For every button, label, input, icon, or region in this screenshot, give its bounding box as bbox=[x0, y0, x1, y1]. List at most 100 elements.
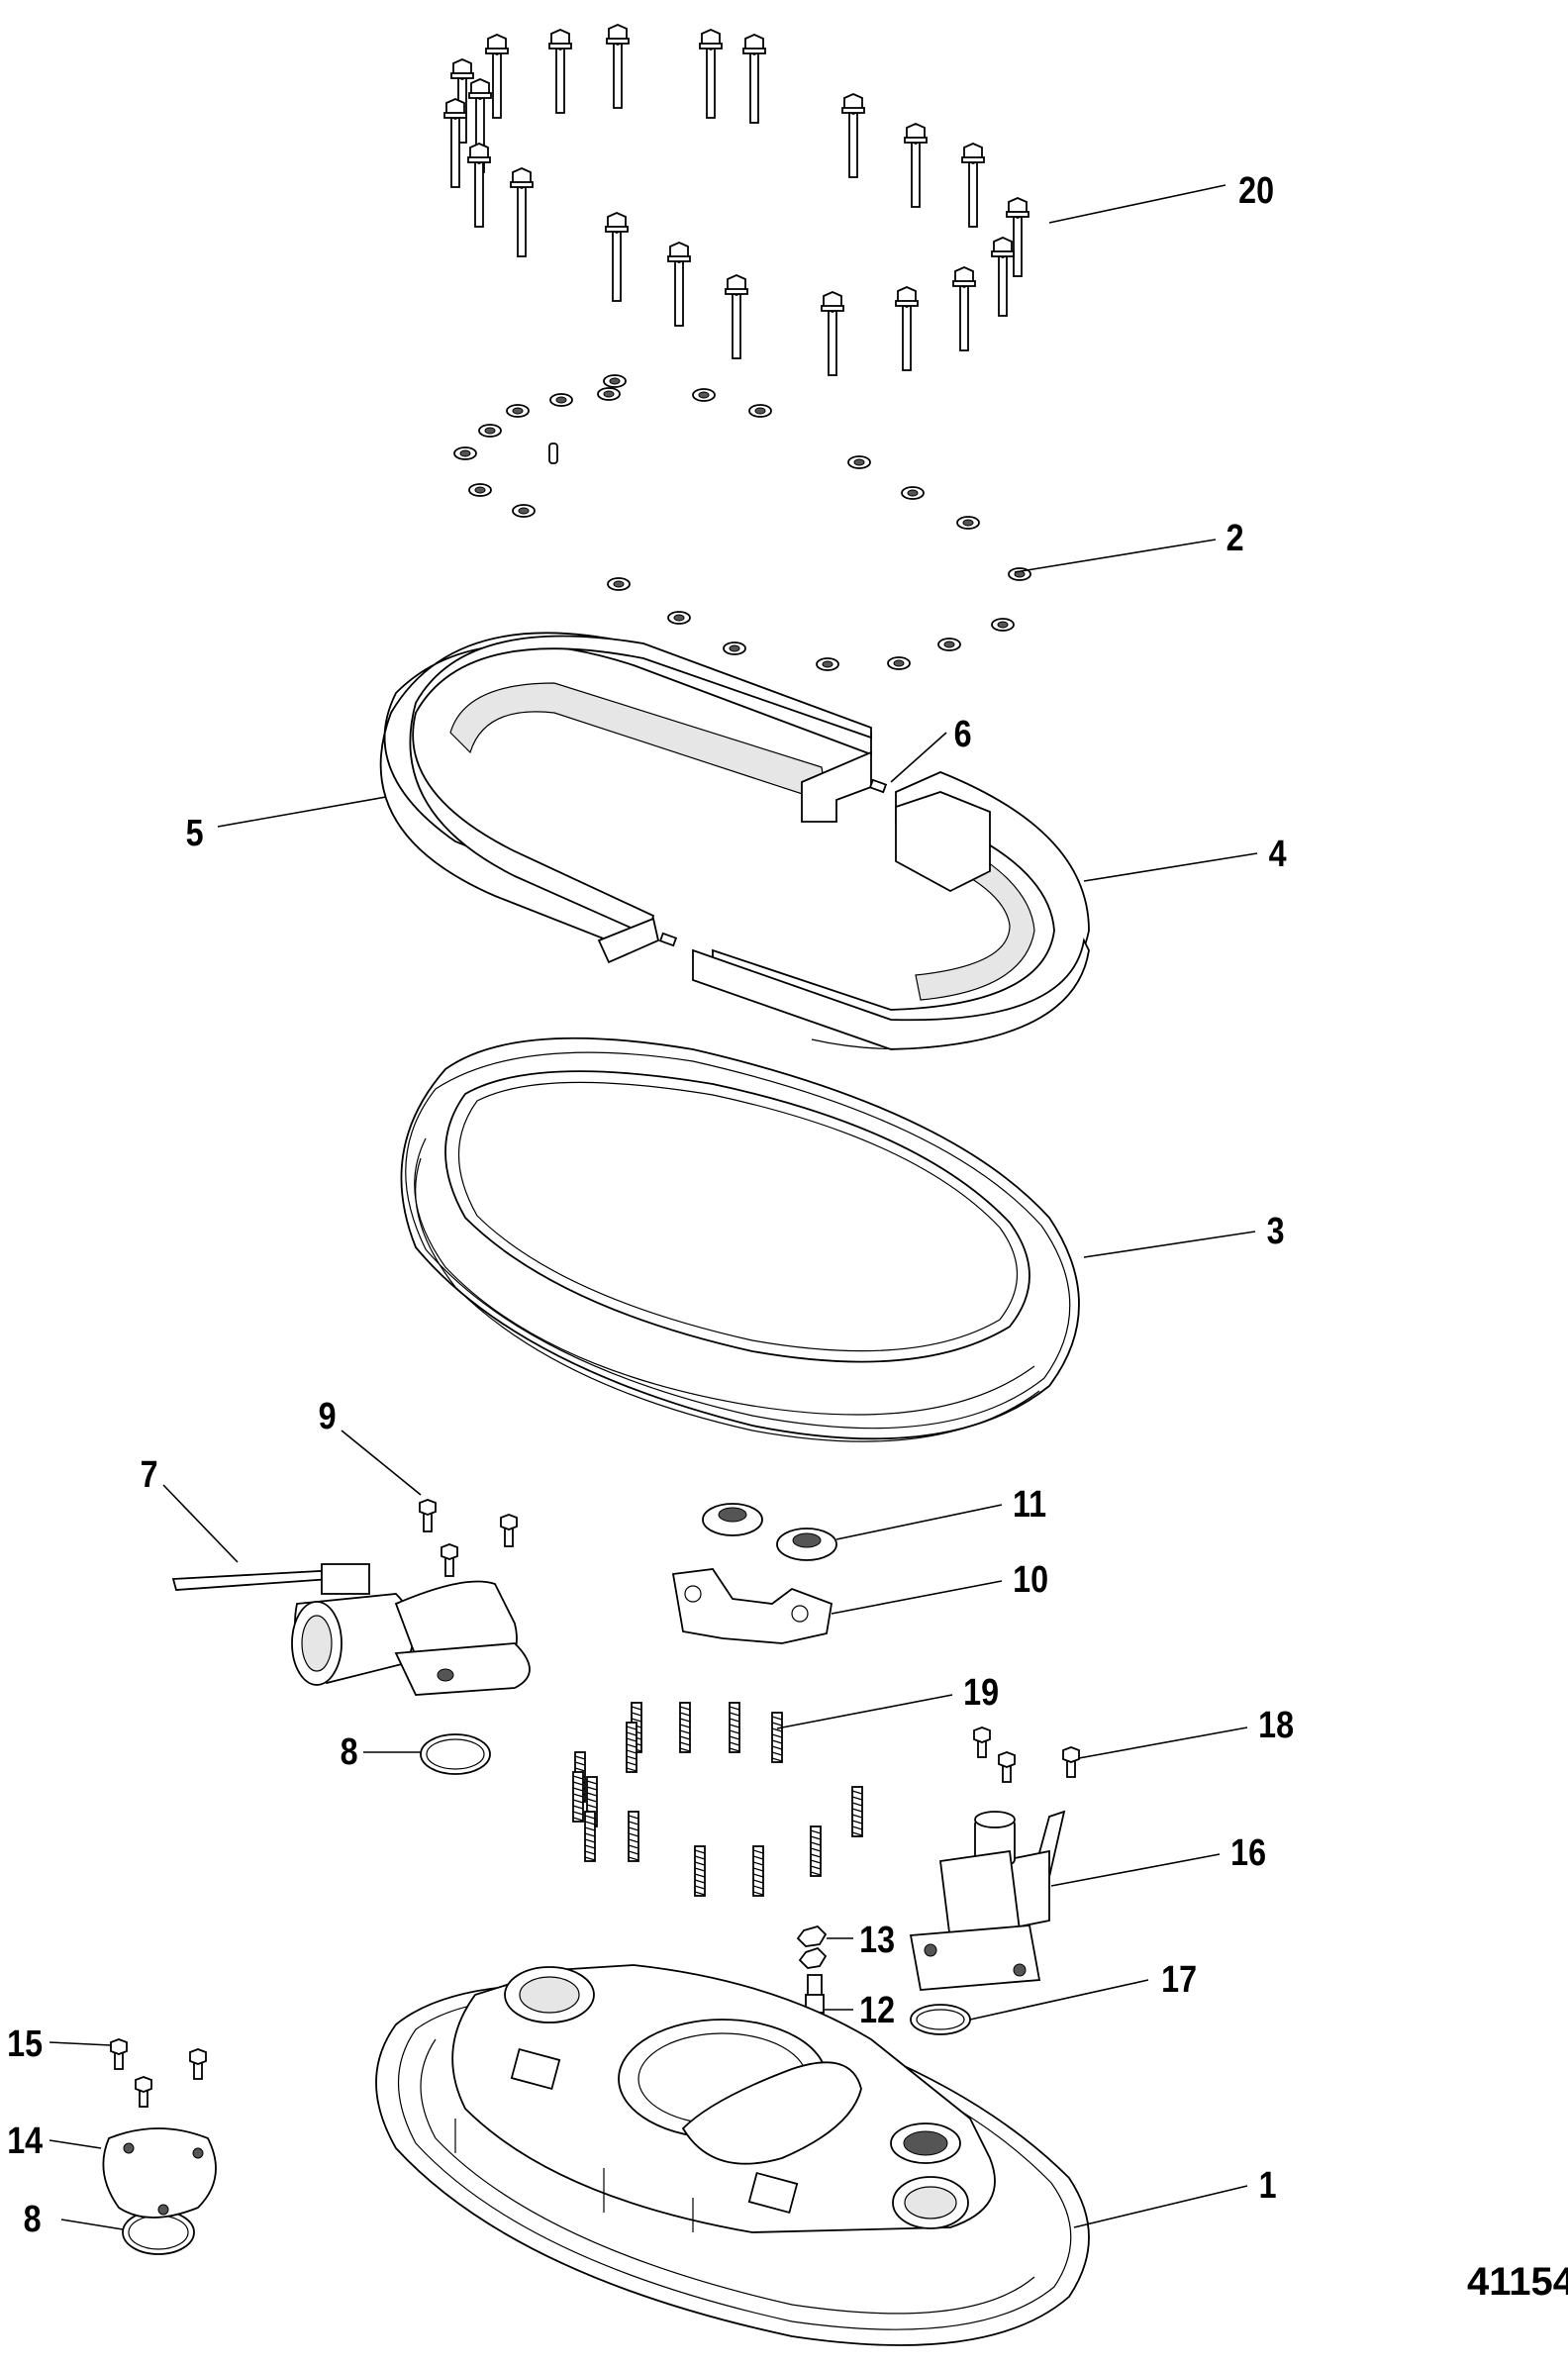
washer-14 bbox=[991, 618, 1015, 632]
washer-2 bbox=[549, 393, 573, 407]
part-2-washers bbox=[453, 374, 1031, 671]
screw-9-1 bbox=[419, 1499, 437, 1532]
bolt-3 bbox=[606, 24, 630, 109]
washer-13 bbox=[937, 638, 961, 651]
washer-5 bbox=[453, 446, 477, 460]
callout-5: 5 bbox=[186, 796, 387, 854]
callout-3: 3 bbox=[1083, 1211, 1285, 1258]
leader-line bbox=[1083, 1231, 1256, 1258]
callout-label: 20 bbox=[1238, 170, 1274, 212]
leader-line bbox=[1014, 539, 1217, 573]
callout-1: 1 bbox=[1073, 2165, 1277, 2228]
stud-2 bbox=[679, 1702, 691, 1753]
screw-9-2 bbox=[500, 1514, 518, 1547]
callout-9: 9 bbox=[319, 1396, 422, 1496]
part-5-4-adapter-ring bbox=[379, 443, 1090, 1050]
leader-line bbox=[831, 1580, 1003, 1615]
part-8-o-ring-upper bbox=[420, 1733, 491, 1775]
stud-13 bbox=[752, 1845, 764, 1897]
leader-line bbox=[49, 2139, 102, 2149]
leader-line bbox=[1050, 1853, 1221, 1887]
bolt-15 bbox=[991, 237, 1015, 317]
callout-label: 15 bbox=[7, 2023, 43, 2065]
callout-13: 13 bbox=[827, 1920, 895, 1961]
callout-6: 6 bbox=[890, 714, 972, 783]
bolt-2 bbox=[548, 29, 572, 114]
part-1-main-housing bbox=[375, 1964, 1090, 2346]
callout-11: 11 bbox=[835, 1484, 1046, 1540]
washer-19 bbox=[748, 404, 772, 418]
callout-label: 10 bbox=[1013, 1559, 1048, 1601]
bolt-12 bbox=[904, 123, 928, 208]
washer-7 bbox=[512, 504, 536, 518]
leader-line bbox=[1048, 184, 1226, 224]
callout-label: 14 bbox=[7, 2121, 43, 2162]
bolt-9 bbox=[467, 143, 491, 228]
leader-line bbox=[1078, 1727, 1248, 1759]
stud-9 bbox=[584, 1811, 596, 1862]
screw-15-2 bbox=[189, 2048, 207, 2080]
washer-3 bbox=[506, 404, 530, 418]
bolt-6 bbox=[742, 34, 766, 124]
washer-1 bbox=[597, 387, 621, 401]
callout-16: 16 bbox=[1050, 1832, 1266, 1887]
callout-label: 1 bbox=[1259, 2165, 1277, 2207]
bolt-11 bbox=[841, 93, 865, 178]
callout-label: 17 bbox=[1161, 1959, 1197, 2001]
washer-11 bbox=[816, 657, 839, 671]
part-7-ball-valve bbox=[171, 1563, 531, 1696]
washer-18 bbox=[847, 455, 871, 469]
part-15-screws bbox=[110, 2038, 207, 2108]
stud-14 bbox=[572, 1771, 584, 1823]
callout-12: 12 bbox=[825, 1990, 895, 2031]
callout-label: 8 bbox=[341, 1731, 358, 1773]
part-3-gasket bbox=[400, 1036, 1080, 1442]
part-19-studs bbox=[572, 1702, 863, 1897]
part-20-bolts bbox=[443, 24, 1029, 376]
bolt-5 bbox=[699, 29, 723, 119]
leader-line bbox=[1083, 852, 1258, 882]
leader-line bbox=[890, 732, 947, 783]
washer-4 bbox=[478, 424, 502, 438]
callout-19: 19 bbox=[776, 1672, 999, 1729]
bolt-14 bbox=[1006, 197, 1029, 277]
part-16-valve bbox=[909, 1810, 1066, 1991]
callout-2: 2 bbox=[1014, 518, 1244, 573]
washer-20 bbox=[692, 388, 716, 402]
callout-label: 8 bbox=[24, 2199, 42, 2240]
callout-10: 10 bbox=[831, 1559, 1048, 1615]
callout-label: 6 bbox=[954, 714, 972, 755]
stud-3 bbox=[729, 1702, 740, 1753]
bolt-17 bbox=[667, 242, 691, 327]
bolt-19 bbox=[821, 291, 844, 376]
leader-line bbox=[969, 1979, 1149, 2021]
stud-8 bbox=[628, 1811, 639, 1862]
callout-20: 20 bbox=[1048, 170, 1274, 224]
stud-11 bbox=[810, 1825, 822, 1877]
washer-10 bbox=[723, 641, 746, 655]
part-10-bracket bbox=[671, 1568, 833, 1644]
screw-18-1 bbox=[973, 1727, 991, 1758]
washer-16 bbox=[956, 516, 980, 530]
washer-21 bbox=[603, 374, 627, 388]
bolt-20 bbox=[895, 286, 919, 371]
callout-label: 2 bbox=[1226, 518, 1244, 559]
callout-label: 9 bbox=[319, 1396, 337, 1437]
callout-17: 17 bbox=[969, 1959, 1197, 2021]
callout-label: 3 bbox=[1267, 1211, 1285, 1252]
leader-line bbox=[162, 1484, 239, 1563]
callout-label: 4 bbox=[1269, 834, 1287, 875]
callout-4: 4 bbox=[1083, 834, 1287, 882]
washer-9 bbox=[667, 611, 691, 625]
stud-6 bbox=[626, 1722, 637, 1773]
screw-18-3 bbox=[1062, 1746, 1080, 1778]
leader-line bbox=[217, 796, 387, 828]
washer-12 bbox=[887, 656, 911, 670]
bolt-10 bbox=[510, 167, 534, 257]
bolt-8 bbox=[443, 98, 467, 188]
leader-line bbox=[1073, 2185, 1248, 2228]
bolt-7 bbox=[468, 78, 492, 173]
washer-6 bbox=[468, 483, 492, 497]
